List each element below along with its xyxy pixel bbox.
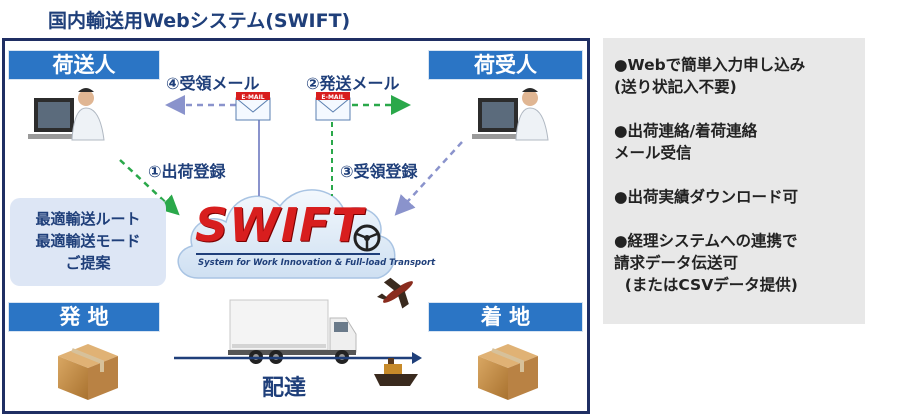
role-origin-label: 発 地 <box>59 305 109 329</box>
role-destination: 着 地 <box>428 302 583 332</box>
step-3-receipt-registration: ③受領登録 <box>340 162 418 181</box>
feature-line: (送り状記入不要) <box>614 78 737 96</box>
airplane-icon <box>377 277 413 309</box>
email-icon: E-MAIL <box>235 92 271 121</box>
role-destination-label: 着 地 <box>480 305 531 329</box>
email-icon-label: E-MAIL <box>241 94 264 101</box>
feature-line: ●出荷連絡/着荷連絡 <box>614 122 758 140</box>
step-4-receipt-mail: ④受領メール <box>166 74 260 93</box>
feature-line: (またはCSVデータ提供) <box>614 276 798 294</box>
delivery-arrowhead <box>412 352 422 364</box>
cardboard-box-icon <box>58 344 118 400</box>
features-panel <box>603 38 865 324</box>
feature-line: ●経理システムへの連携で <box>614 232 798 250</box>
suggestion-line: ご提案 <box>65 254 111 272</box>
delivery-label: 配達 <box>262 376 307 401</box>
feature-line: ●出荷実績ダウンロード可 <box>614 188 799 206</box>
feature-item: ●出荷実績ダウンロード可 <box>614 186 805 208</box>
step-2-shipping-mail: ②発送メール <box>306 74 400 93</box>
suggestion-line: 最適輸送モード <box>35 232 141 250</box>
route-suggestion-box: 最適輸送ルート 最適輸送モード ご提案 <box>10 198 166 286</box>
diagram-graphics: E-MAIL E-MAIL <box>28 88 549 400</box>
role-consignee: 荷受人 <box>428 50 583 80</box>
computer-user-icon <box>28 88 105 141</box>
role-shipper: 荷送人 <box>8 50 160 80</box>
ship-icon <box>374 358 418 386</box>
role-origin: 発 地 <box>8 302 160 332</box>
feature-item: ●出荷連絡/着荷連絡 メール受信 <box>614 120 805 164</box>
role-consignee-label: 荷受人 <box>474 53 537 77</box>
computer-user-icon <box>472 88 549 141</box>
swift-logo-tagline: System for Work Innovation & Full-load T… <box>198 258 436 268</box>
feature-line: メール受信 <box>614 144 692 162</box>
cardboard-box-icon <box>478 344 538 400</box>
feature-item: ●Webで簡単入力申し込み (送り状記入不要) <box>614 54 805 98</box>
suggestion-line: 最適輸送ルート <box>35 210 141 228</box>
swift-logo: SWIFT <box>195 198 364 252</box>
feature-list: ●Webで簡単入力申し込み (送り状記入不要) ●出荷連絡/着荷連絡 メール受信… <box>614 54 805 296</box>
feature-line: 請求データ伝送可 <box>614 254 739 272</box>
feature-item: ●経理システムへの連携で 請求データ伝送可 (またはCSVデータ提供) <box>614 230 805 296</box>
step-1-shipment-registration: ①出荷登録 <box>148 162 226 181</box>
arrow-receipt-registration <box>394 141 463 216</box>
role-shipper-label: 荷送人 <box>52 53 116 77</box>
feature-line: ●Webで簡単入力申し込み <box>614 56 806 74</box>
email-icon-label: E-MAIL <box>321 94 344 101</box>
arrow-shipment-registration <box>119 159 180 216</box>
truck-icon <box>228 299 357 364</box>
page-title: 国内輸送用Webシステム(SWIFT) <box>48 10 351 32</box>
email-icon: E-MAIL <box>315 92 351 121</box>
steering-wheel-icon <box>353 224 381 252</box>
